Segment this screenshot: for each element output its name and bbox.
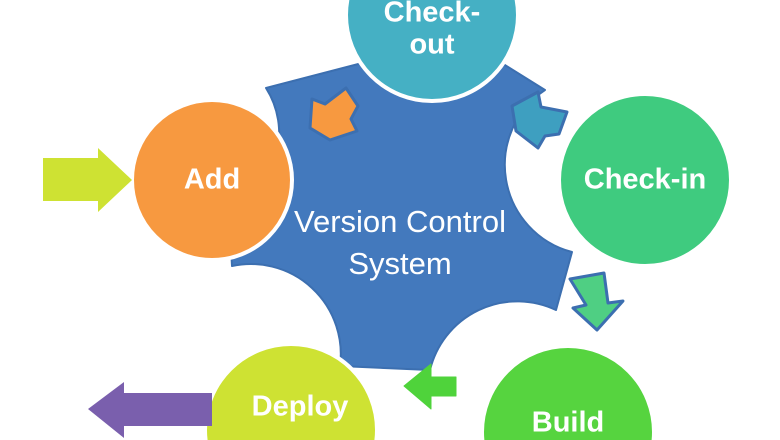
arrow-up-right-icon xyxy=(308,86,360,142)
node-build-circle xyxy=(480,344,656,440)
arrow-down-right-icon xyxy=(510,90,569,150)
inner-arrow-checkout-to-checkin xyxy=(510,90,569,150)
node-build[interactable]: Build xyxy=(480,344,656,440)
node-deploy-circle xyxy=(203,342,379,440)
node-checkout-label-line1: Check- xyxy=(384,0,481,29)
arrow-left-icon xyxy=(403,363,457,410)
center-label-line1: Version Control xyxy=(294,204,506,239)
node-checkin-circle xyxy=(557,92,733,268)
node-deploy[interactable]: Deploy xyxy=(203,342,379,440)
node-checkout-label-line2: out xyxy=(409,29,454,61)
inner-arrow-build-to-deploy xyxy=(403,363,457,410)
node-deploy-label: Deploy xyxy=(252,391,349,423)
node-checkin-label: Check-in xyxy=(584,164,706,196)
node-checkin[interactable]: Check-in xyxy=(557,92,733,268)
arrow-left-output-icon xyxy=(88,382,212,438)
arrow-down-icon xyxy=(568,271,625,332)
node-add[interactable]: Add xyxy=(130,98,294,262)
outer-arrow-output xyxy=(88,382,212,438)
outer-arrow-input xyxy=(43,148,132,212)
arrow-right-icon xyxy=(43,148,132,212)
node-checkout[interactable]: Check- out xyxy=(344,0,520,103)
inner-arrow-add-to-checkout xyxy=(308,86,360,142)
node-checkout-circle xyxy=(344,0,520,103)
node-build-label: Build xyxy=(532,407,605,439)
center-label-line2: System xyxy=(348,246,451,281)
inner-arrow-checkin-to-build xyxy=(568,271,625,332)
node-add-label: Add xyxy=(184,164,240,196)
